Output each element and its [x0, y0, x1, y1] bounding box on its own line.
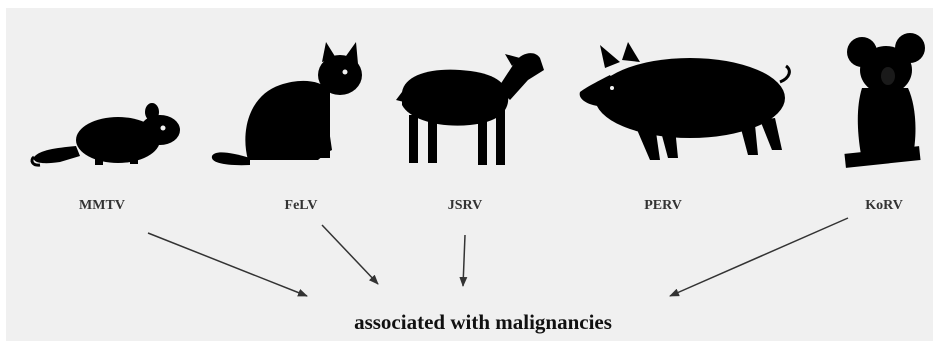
arrow-mmtv [148, 233, 307, 296]
caption: associated with malignancies [354, 310, 612, 335]
arrow-jsrv [463, 235, 465, 286]
label-korv: KoRV [865, 198, 903, 214]
arrow-felv [322, 225, 378, 284]
label-mmtv: MMTV [79, 198, 125, 214]
mouse-silhouette [32, 103, 180, 165]
label-jsrv: JSRV [448, 198, 483, 214]
koala-silhouette [844, 33, 925, 168]
arrow-korv [670, 218, 848, 296]
cat-silhouette [212, 42, 362, 165]
label-perv: PERV [644, 198, 682, 214]
sheep-silhouette [396, 53, 544, 165]
label-felv: FeLV [285, 198, 318, 214]
pig-silhouette [580, 42, 790, 160]
